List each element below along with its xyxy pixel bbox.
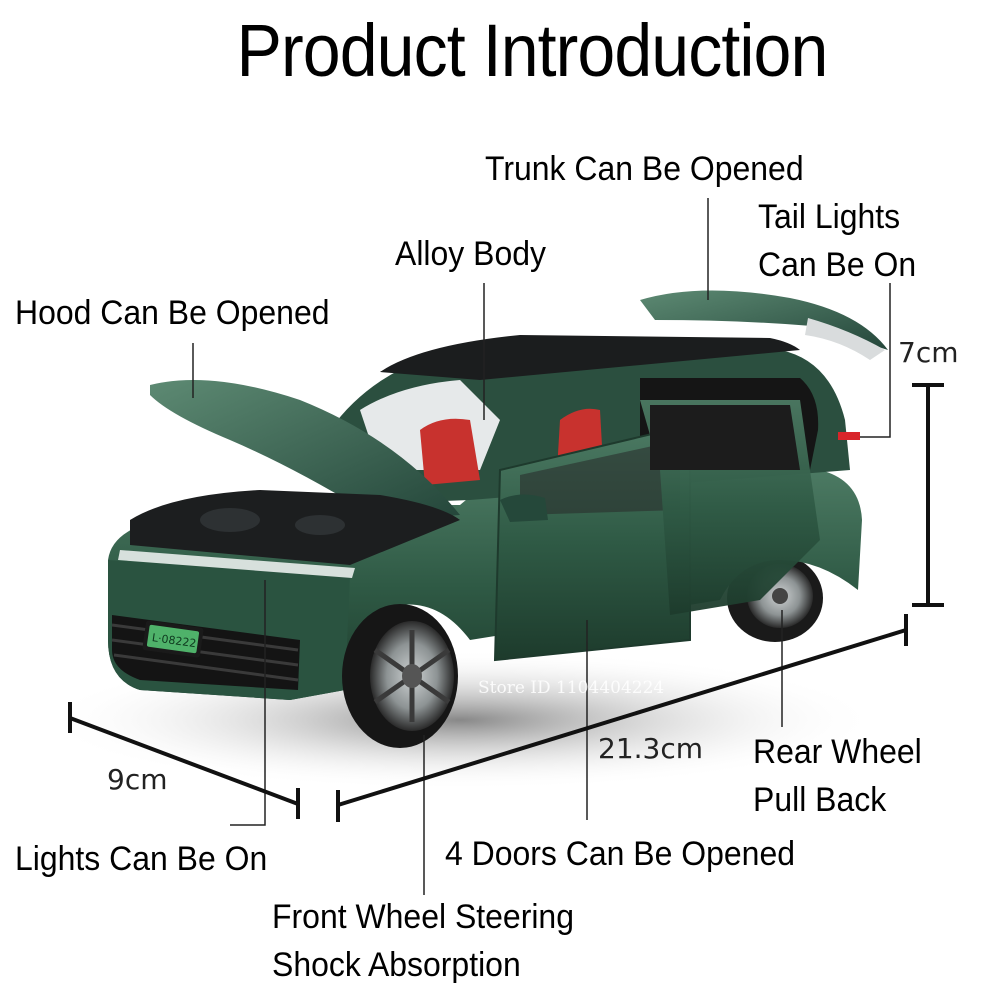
leader-lights — [230, 580, 266, 826]
label-lights: Lights Can Be On — [15, 840, 268, 878]
label-front-wheel-2: Shock Absorption — [272, 946, 521, 984]
roof — [380, 335, 800, 380]
license-plate-text: L·08222 — [151, 631, 197, 650]
dim-width-line — [69, 716, 299, 806]
label-alloy-body: Alloy Body — [395, 235, 547, 273]
leader-lines — [192, 198, 891, 895]
dim-length-label: 21.3cm — [598, 732, 704, 765]
label-hood: Hood Can Be Opened — [15, 294, 330, 332]
label-front-wheel-1: Front Wheel Steering — [272, 898, 574, 936]
dimension-lines — [68, 383, 944, 822]
leader-tail-lights — [860, 283, 891, 438]
side-mirror — [500, 494, 548, 522]
label-doors: 4 Doors Can Be Opened — [445, 835, 796, 873]
label-rear-wheel-2: Pull Back — [753, 781, 887, 819]
engine-bay — [130, 490, 460, 565]
tail-light — [838, 432, 860, 440]
label-tail-lights-1: Tail Lights — [758, 198, 901, 236]
hood-open — [150, 380, 460, 520]
store-watermark: Store ID 1104404224 — [478, 678, 665, 698]
page-title: Product Introduction — [236, 9, 829, 92]
front-wheel — [342, 604, 458, 748]
dim-width-label: 9cm — [107, 763, 168, 796]
dim-height-label: 7cm — [898, 336, 959, 369]
seat-red-front — [420, 418, 480, 485]
label-tail-lights-2: Can Be On — [758, 246, 917, 284]
dim-length-line — [337, 628, 907, 807]
headlight-strip — [118, 550, 355, 578]
trunk-lid-open — [640, 290, 888, 350]
label-trunk: Trunk Can Be Opened — [485, 150, 804, 188]
label-rear-wheel-1: Rear Wheel — [753, 733, 922, 771]
